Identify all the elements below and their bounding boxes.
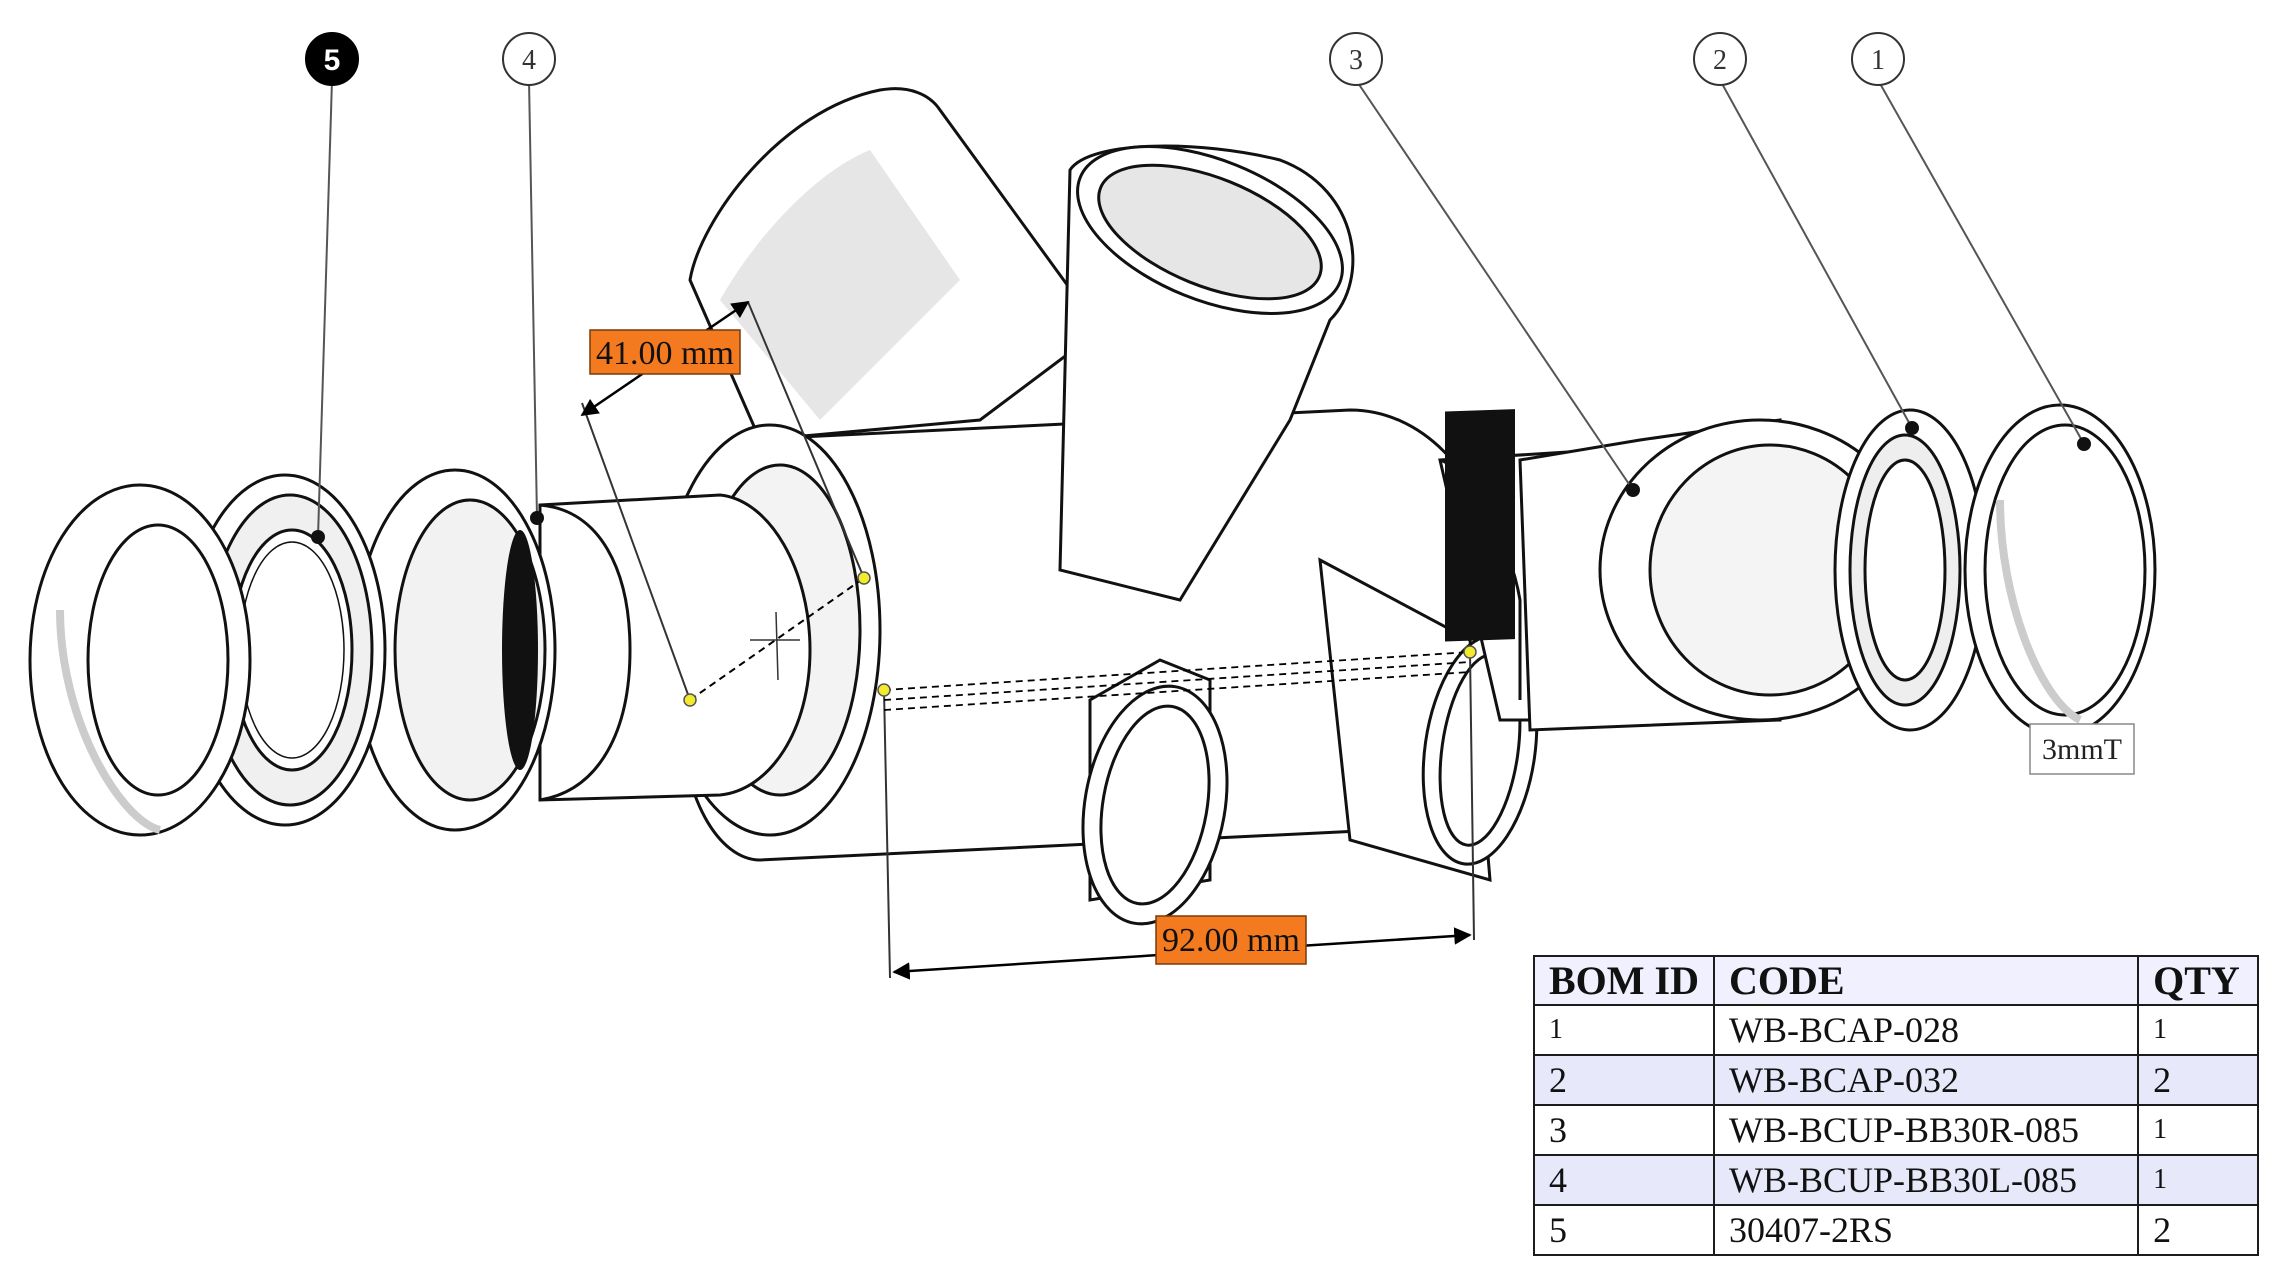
measure-point-c[interactable]	[877, 683, 891, 697]
thickness-note-text: 3mmT	[2042, 733, 2122, 766]
callout-4[interactable]: 4	[502, 32, 556, 86]
dimension-length[interactable]: 92.00 mm	[877, 645, 1477, 980]
down-tube-opening-inner	[1097, 163, 1323, 301]
part-2-right-bearing[interactable]	[1833, 408, 1987, 732]
chainstay-left-opening-inner	[1099, 704, 1211, 906]
bom-cell-id: 4	[1533, 1154, 1715, 1206]
dimension-angled-ext-b	[747, 301, 865, 579]
part-4-left-cup[interactable]	[353, 468, 812, 832]
bom-cell-code: 30407-2RS	[1712, 1204, 2140, 1256]
bom-cell-code: WB-BCAP-032	[1712, 1054, 2140, 1106]
dimension-angled[interactable]: 41.00 mm	[580, 300, 871, 707]
dimension-angled-label: 41.00 mm	[596, 335, 734, 372]
bom-cell-code: WB-BCAP-028	[1712, 1004, 2140, 1056]
measure-point-b[interactable]	[857, 571, 871, 585]
callout-2[interactable]: 2	[1693, 32, 1747, 86]
seat-tube-stay-shading	[720, 150, 960, 420]
bom-row[interactable]: 5 30407-2RS 2	[1533, 1204, 2259, 1256]
dimension-length-guide	[883, 651, 1471, 711]
left-dust-cap[interactable]	[28, 483, 252, 837]
leader-endpoints	[311, 421, 2091, 544]
leader-line-2	[1719, 79, 1913, 429]
callout-1-label: 1	[1871, 45, 1885, 76]
bom-row[interactable]: 1 WB-BCAP-028 1	[1533, 1004, 2259, 1056]
bom-header-id: BOM ID	[1533, 955, 1715, 1006]
callout-3-label: 3	[1349, 45, 1363, 76]
part-3-right-cup[interactable]	[1438, 409, 1922, 732]
thickness-note-box	[2029, 723, 2135, 775]
dimension-angled-label-box	[589, 329, 741, 375]
bom-cell-id: 3	[1533, 1104, 1715, 1156]
dimension-length-ext-b	[1469, 651, 1475, 941]
bom-row[interactable]: 4 WB-BCUP-BB30L-085 1	[1533, 1154, 2259, 1206]
dimension-length-ext-a	[883, 689, 891, 979]
leader-line-5	[317, 79, 333, 538]
callout-1[interactable]: 1	[1851, 32, 1905, 86]
dimension-length-label-box	[1155, 915, 1307, 965]
bom-cell-id: 2	[1533, 1054, 1715, 1106]
part-1-right-cap[interactable]	[1963, 403, 2157, 737]
bom-cell-code: WB-BCUP-BB30R-085	[1712, 1104, 2140, 1156]
measure-point-d[interactable]	[1463, 645, 1477, 659]
callout-5-label: 5	[324, 44, 341, 77]
callout-4-label: 4	[522, 45, 536, 76]
leader-line-1	[1877, 79, 2085, 445]
bom-header-qty: QTY	[2137, 955, 2259, 1006]
measure-point-a[interactable]	[683, 693, 697, 707]
callout-2-label: 2	[1713, 45, 1727, 76]
bom-cell-qty: 1	[2137, 1004, 2259, 1056]
bom-header-code: CODE	[1712, 955, 2140, 1006]
leader-line-4	[528, 79, 538, 519]
bom-cell-id: 1	[1533, 1004, 1715, 1056]
center-mark-v	[775, 611, 779, 681]
leader-line-3	[1355, 79, 1634, 491]
bom-cell-code: WB-BCUP-BB30L-085	[1712, 1154, 2140, 1206]
bom-header-row: BOM ID CODE QTY	[1533, 955, 2259, 1006]
thickness-note[interactable]: 3mmT	[2029, 723, 2135, 775]
bom-table: BOM ID CODE QTY 1 WB-BCAP-028 1 2 WB-BCA…	[1533, 955, 2259, 1256]
bom-cell-qty: 2	[2137, 1054, 2259, 1106]
dimension-length-label: 92.00 mm	[1162, 922, 1300, 959]
leader-lines	[317, 79, 2085, 538]
dimension-angled-ext-a	[581, 402, 691, 701]
frame-shell[interactable]	[658, 87, 1550, 936]
callout-5[interactable]: 5	[305, 32, 359, 86]
callout-3[interactable]: 3	[1329, 32, 1383, 86]
bom-row[interactable]: 3 WB-BCUP-BB30R-085 1	[1533, 1104, 2259, 1156]
bom-row[interactable]: 2 WB-BCAP-032 2	[1533, 1054, 2259, 1106]
bom-cell-qty: 1	[2137, 1104, 2259, 1156]
bom-cell-id: 5	[1533, 1204, 1715, 1256]
bom-cell-qty: 2	[2137, 1204, 2259, 1256]
bom-cell-qty: 1	[2137, 1154, 2259, 1206]
